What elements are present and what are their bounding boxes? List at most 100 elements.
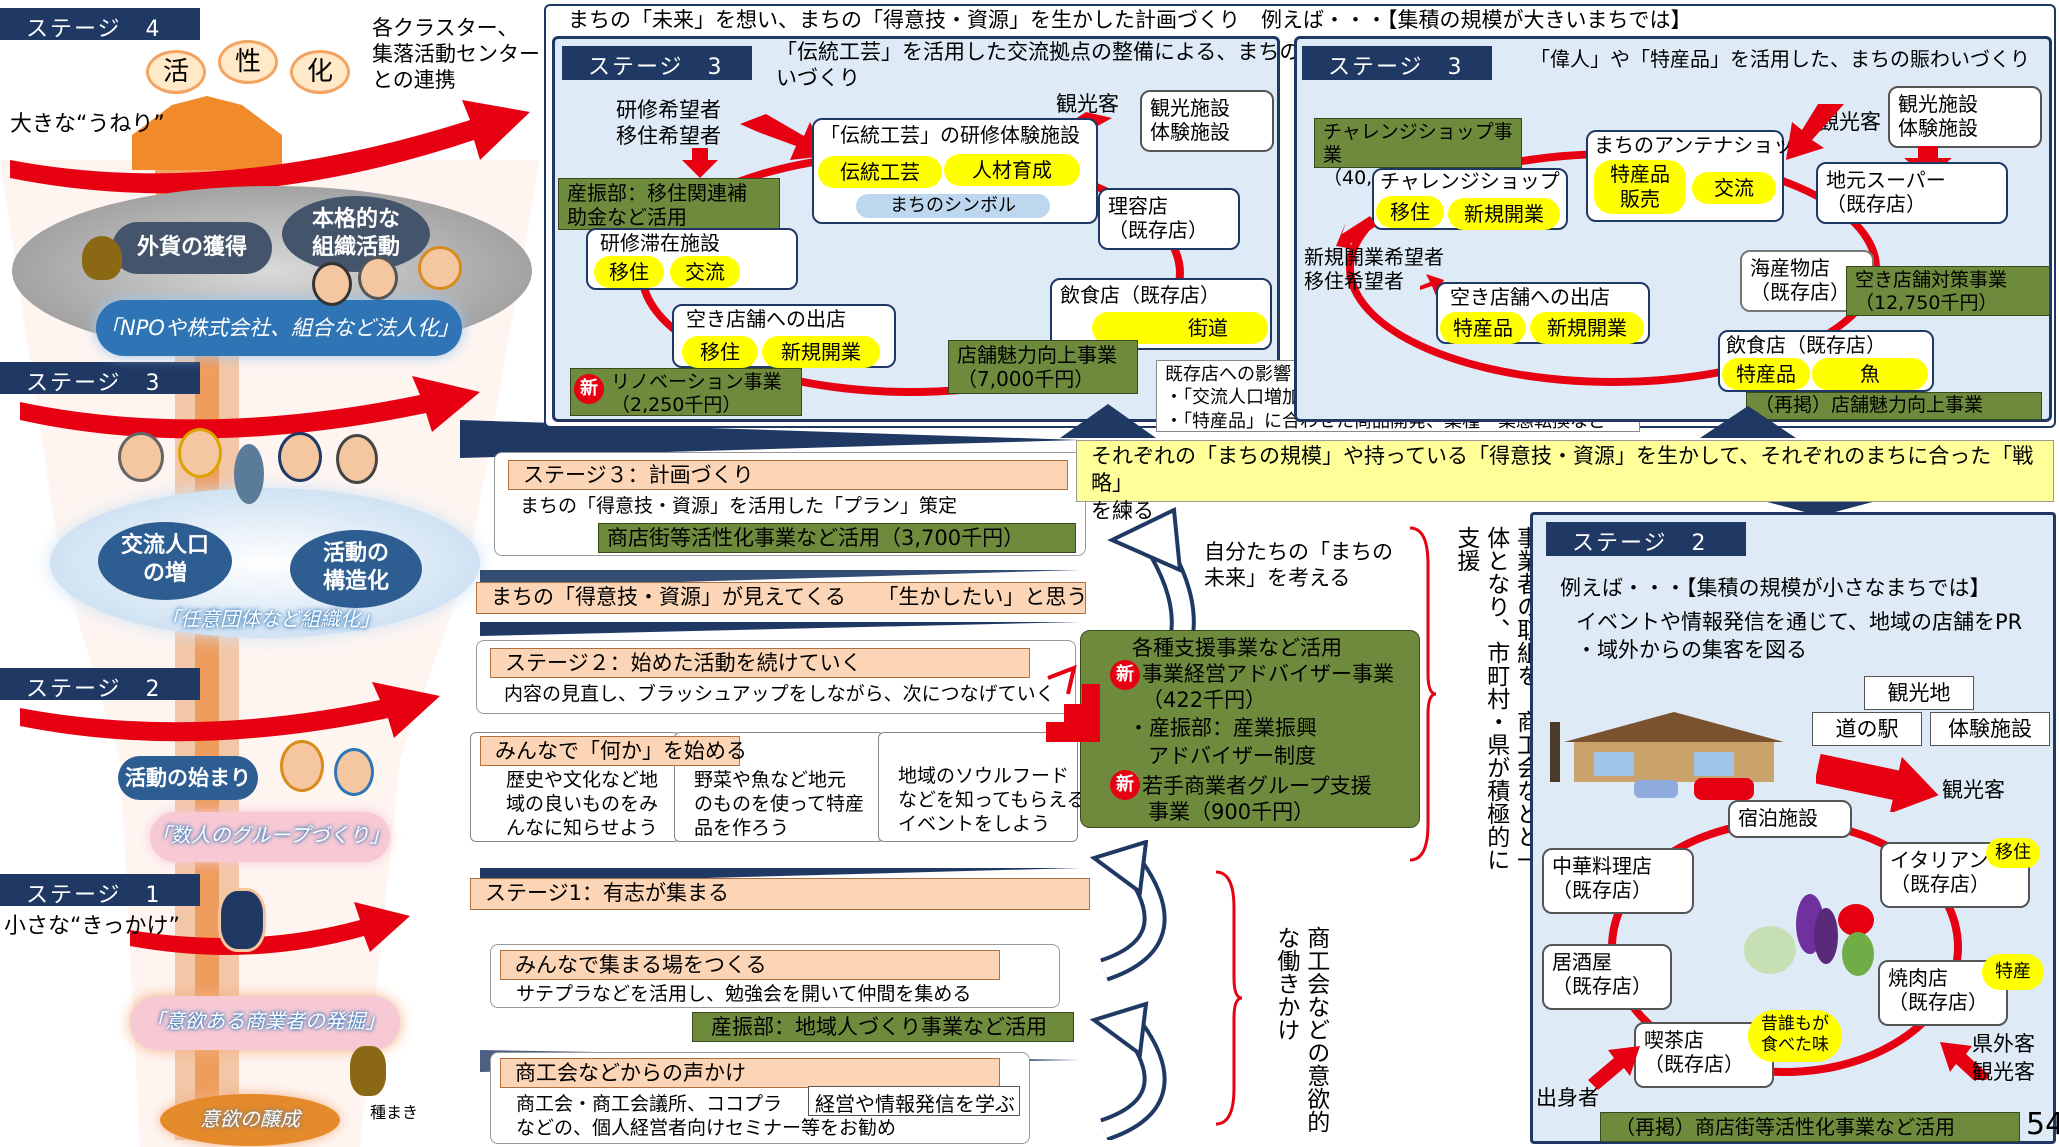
stage1-label: ステージ 1 — [0, 874, 200, 908]
center-stage2-title: ステージ２：始めた活動を続けていく — [490, 648, 1030, 678]
yakiniku-line2: （既存店） — [1888, 990, 1988, 1014]
taiken-box: 体験施設 — [1930, 712, 2050, 746]
b-sakana-pill: 魚 — [1812, 358, 1928, 390]
a-akiya-title: 空き店舗への出店 — [686, 307, 846, 331]
shien3-line1: 若手商業者グループ支援 — [1142, 774, 1372, 798]
page-number: 54 — [2026, 1107, 2059, 1142]
nanika1-line2: 域の良いものをみ — [506, 793, 659, 815]
koryu-line1: 交流人口 — [120, 533, 209, 558]
nini-label: 「任意団体など組織化」 — [160, 607, 380, 631]
a-kenshu-line2: 移住希望者 — [616, 124, 721, 148]
renkei-line1: 各クラスター、 — [372, 16, 519, 40]
nanika-card-3 — [878, 732, 1078, 842]
a-inshoku-title: 飲食店（既存店） — [1060, 283, 1220, 307]
nanika2-line2: のものを使って特産 — [694, 793, 865, 815]
nanika2-line3: 品を作ろう — [694, 817, 790, 839]
italian-line2: （既存店） — [1890, 872, 1990, 896]
b-kibou-line1: 新規開業希望者 — [1304, 245, 1444, 269]
renkei-line2: 集落活動センター — [372, 42, 540, 66]
kigyo-label: 「意欲ある商業者の発掘」 — [145, 1009, 385, 1033]
group-pill — [150, 812, 390, 862]
a-rihatsu-box: 理容店 （既存店） — [1098, 188, 1240, 250]
center-stage2-text: 内容の見直し、ブラッシュアップをしながら、次につなげていく — [504, 683, 1055, 705]
a-kenshu-line1: 研修希望者 — [616, 98, 721, 122]
strategy-line1: それぞれの「まちの規模」や持っている「得意技・資源」を生かして、それぞれのまちに… — [1091, 444, 2034, 496]
b-antenna-title: まちのアンテナショップ — [1594, 133, 1814, 157]
big-wave-label: 大きな“うねり” — [10, 112, 165, 137]
shien1-line1: 事業経営アドバイザー事業 — [1142, 662, 1394, 686]
right-kanko: 観光客 — [1942, 778, 2005, 802]
yakiniku-line1: 焼肉店 — [1888, 966, 1948, 990]
shien-title: 各種支援事業など活用 — [1132, 636, 1342, 660]
top-header: まちの「未来」を想い、まちの「得意技・資源」を生かした計画づくり 例えば・・・【… — [568, 8, 1692, 32]
b-akitaisaku-line1: 空き店舗対策事業 — [1855, 269, 2008, 291]
b-koryu-pill: 交流 — [1692, 172, 1776, 204]
a-taizai-title: 研修滞在施設 — [600, 231, 720, 255]
staircase-icon — [1046, 664, 1100, 742]
wave-arrows — [10, 100, 530, 955]
a-dento-pill: 伝統工芸 — [818, 156, 942, 188]
b-challenge-green-line1: チャレンジショップ事業 — [1323, 121, 1513, 166]
right-intro: 例えば・・・【集積の規模が小さなまちでは】 — [1560, 576, 1991, 600]
shukuhaku-box: 宿泊施設 — [1728, 800, 1852, 838]
minna-title: みんなで「何か」を始める — [480, 736, 747, 766]
a-center-title: 「伝統工芸」の研修体験施設 — [820, 123, 1080, 147]
kanji-katsu: 活 — [146, 50, 206, 94]
center-stage1-meet-title: みんなで集まる場をつくる — [500, 950, 1000, 980]
b-challenge-green: チャレンジショップ事業 （40,001千円） — [1314, 118, 1522, 189]
b-challenge-title: チャレンジショップ — [1380, 169, 1560, 193]
businessman-icon — [218, 888, 266, 952]
a-sanshin-box: 産振部：移住関連補 助金など活用 — [558, 178, 780, 230]
b-kanko-box-line1: 観光施設 — [1898, 92, 1978, 116]
new-badge: 新 — [1110, 660, 1140, 690]
b-akiya-title: 空き店舗への出店 — [1450, 285, 1610, 309]
kanji-sei: 性 — [218, 40, 278, 84]
gaika-bubble: 外貨の獲得 — [112, 222, 272, 274]
stage2-label: ステージ 2 — [0, 668, 200, 702]
izakaya-line2: （既存店） — [1552, 974, 1652, 998]
panel-a-stage: ステージ 3 — [562, 46, 752, 80]
vert-shokokai-text: 商工会などの意欲的な働きかけ — [1272, 926, 1329, 1133]
italian-box: イタリアン （既存店） — [1880, 842, 2030, 908]
katsudo-line2: 構造化 — [322, 568, 389, 594]
tanemaki-label: 種まき — [370, 1103, 419, 1122]
b-tokusan-line2: 販売 — [1620, 187, 1660, 211]
right-intro2-line2: ・域外からの集客を図る — [1576, 638, 1807, 662]
a-miryoku-line1: 店舗魅力向上事業 — [957, 343, 1117, 367]
tokui-bar: まちの「得意技・資源」が見えてくる 「生かしたい」と思う — [476, 582, 1087, 614]
a-miryoku-box: 店舗魅力向上事業 （7,000千円） — [948, 340, 1138, 394]
honkaku-line1: 本格的な — [311, 207, 400, 232]
b-iju-pill: 移住 — [1376, 196, 1444, 228]
nanika3-line1: 地域のソウルフード — [898, 765, 1070, 787]
panel-a-title1: 「伝統工芸」を活用した交流拠点の整備による、まちの賑わ — [776, 40, 1343, 64]
jousei-label: 意欲の醸成 — [200, 1107, 300, 1131]
vegetables-illustration — [1744, 894, 1874, 976]
bracket-left — [1215, 870, 1242, 1126]
b-super-box: 地元スーパー （既存店） — [1816, 162, 2008, 224]
center-stage1-green: 産振部：地域人づくり事業など活用 — [692, 1012, 1074, 1042]
renkei-line3: との連携 — [372, 68, 456, 92]
npo-label: 「NPOや株式会社、組合など法人化」 — [99, 316, 459, 340]
a-sanshin-line1: 産振部：移住関連補 — [567, 181, 747, 205]
chuka-box: 中華料理店 （既存店） — [1542, 848, 1694, 914]
kissa-line2: （既存店） — [1644, 1052, 1744, 1076]
center-stage1-voice-title: 商工会などからの声かけ — [500, 1058, 1000, 1088]
stage3-label: ステージ 3 — [0, 362, 200, 396]
fish-icon — [234, 444, 264, 504]
kengai-arrow — [1940, 1042, 1990, 1080]
nanika1-line3: んなに知らせよう — [506, 817, 658, 839]
b-super-line2: （既存店） — [1826, 192, 1926, 216]
nanika3-line3: イベントをしよう — [898, 813, 1051, 835]
shien2-line2: アドバイザー制度 — [1148, 744, 1316, 768]
center-stage1-title: ステージ1：有志が集まる — [470, 878, 1090, 910]
chuka-line1: 中華料理店 — [1552, 854, 1652, 878]
curved-arrows-stage1 — [1089, 840, 1167, 1140]
bracket-right — [1409, 526, 1436, 862]
right-saikei: （再掲）商店街等活性化事業など活用 — [1600, 1112, 2020, 1142]
kanko-arrow — [1816, 753, 1939, 812]
a-rihatsu-line2: （既存店） — [1108, 218, 1208, 242]
b-tokusan-pill: 特産品 販売 — [1594, 160, 1686, 214]
a-akiya-iju-pill: 移住 — [682, 336, 758, 368]
strategy-bar: それぞれの「まちの規模」や持っている「得意技・資源」を生かして、それぞれのまちに… — [1076, 440, 2054, 523]
